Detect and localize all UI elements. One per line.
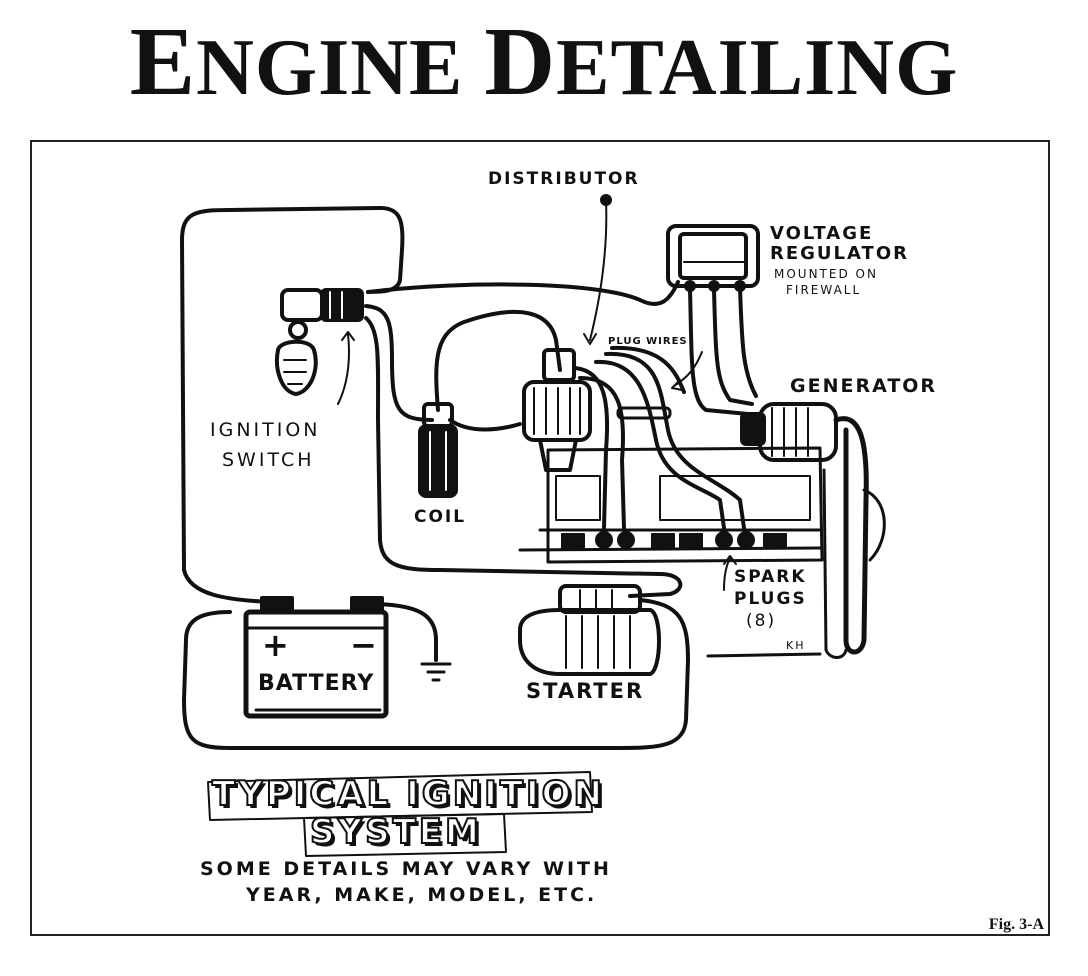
label-voltage-line2: REGULATOR bbox=[770, 243, 909, 264]
ground-symbol-icon bbox=[420, 662, 452, 682]
label-voltage-note1: MOUNTED ON bbox=[774, 267, 878, 281]
plug-wire-5 bbox=[610, 345, 686, 394]
label-plug-wires: PLUG WIRES bbox=[608, 336, 688, 347]
wire-regulator-to-generator-2 bbox=[712, 288, 754, 406]
label-voltage-line1: VOLTAGE bbox=[770, 223, 874, 244]
title-initial-d: D bbox=[484, 8, 557, 116]
label-spark-line2: PLUGS bbox=[734, 589, 807, 609]
plug-wire-2 bbox=[578, 376, 626, 530]
label-spark-line1: SPARK bbox=[734, 567, 807, 587]
label-distributor: DISTRIBUTOR bbox=[488, 169, 640, 189]
plug-wire-3 bbox=[594, 359, 726, 530]
figure-frame bbox=[30, 140, 1050, 936]
plug-wire-clip bbox=[616, 406, 672, 420]
wire-coil-to-distributor bbox=[434, 309, 562, 412]
plug-wire-1 bbox=[572, 366, 610, 530]
ignition-switch bbox=[275, 288, 364, 396]
figure-label: Fig. 3-A bbox=[988, 916, 1044, 933]
coil bbox=[418, 402, 458, 498]
wire-switch-to-coil bbox=[364, 304, 434, 422]
wire-switch-to-bottom-run bbox=[364, 316, 683, 598]
engine-block bbox=[518, 446, 824, 564]
label-ignition-line2: SWITCH bbox=[222, 449, 315, 471]
wire-switch-to-regulator bbox=[366, 280, 680, 306]
label-spark-line3: (8) bbox=[746, 611, 777, 631]
plug-wire-4 bbox=[604, 351, 746, 530]
wire-battery-ground bbox=[368, 602, 438, 662]
caption-title-line2: SYSTEM bbox=[309, 811, 482, 853]
title-rest-etailing: ETAILING bbox=[556, 24, 959, 112]
page-title: ENGINE DETAILING bbox=[0, 13, 1088, 116]
battery-plus-sign: + bbox=[262, 626, 291, 664]
fan-belt bbox=[822, 416, 886, 659]
title-initial-e: E bbox=[129, 8, 197, 116]
caption-banner-2 bbox=[303, 813, 507, 857]
ignition-pointer-arrow bbox=[337, 333, 350, 405]
label-starter: STARTER bbox=[526, 679, 645, 703]
caption-title-line1: TYPICAL IGNITION bbox=[211, 773, 606, 815]
starter-motor bbox=[518, 584, 661, 676]
label-battery: BATTERY bbox=[258, 671, 375, 696]
ground-strap bbox=[706, 652, 822, 658]
label-initials: KH bbox=[786, 639, 806, 652]
caption-banner-1 bbox=[207, 771, 593, 821]
label-generator: GENERATOR bbox=[790, 375, 938, 397]
wire-battery-to-switch bbox=[180, 206, 405, 604]
wire-regulator-to-generator-1 bbox=[688, 288, 750, 416]
battery-minus-sign: − bbox=[350, 626, 379, 664]
caption-note-line2: YEAR, MAKE, MODEL, ETC. bbox=[246, 884, 598, 906]
distributor-pointer bbox=[589, 199, 608, 341]
caption-note-line1: SOME DETAILS MAY VARY WITH bbox=[200, 858, 612, 880]
battery bbox=[243, 596, 389, 719]
generator bbox=[740, 402, 838, 462]
label-ignition-line1: IGNITION bbox=[210, 419, 321, 441]
label-coil: COIL bbox=[414, 507, 467, 527]
voltage-regulator bbox=[666, 224, 760, 292]
title-rest-ngine: NGINE bbox=[196, 24, 464, 112]
wire-coil-low-to-distributor bbox=[448, 418, 522, 432]
wire-starter-loop bbox=[182, 598, 690, 750]
spark-plugs-pointer bbox=[723, 557, 731, 591]
distributor bbox=[522, 348, 592, 472]
wire-regulator-right bbox=[738, 286, 758, 398]
label-voltage-note2: FIREWALL bbox=[786, 283, 862, 297]
